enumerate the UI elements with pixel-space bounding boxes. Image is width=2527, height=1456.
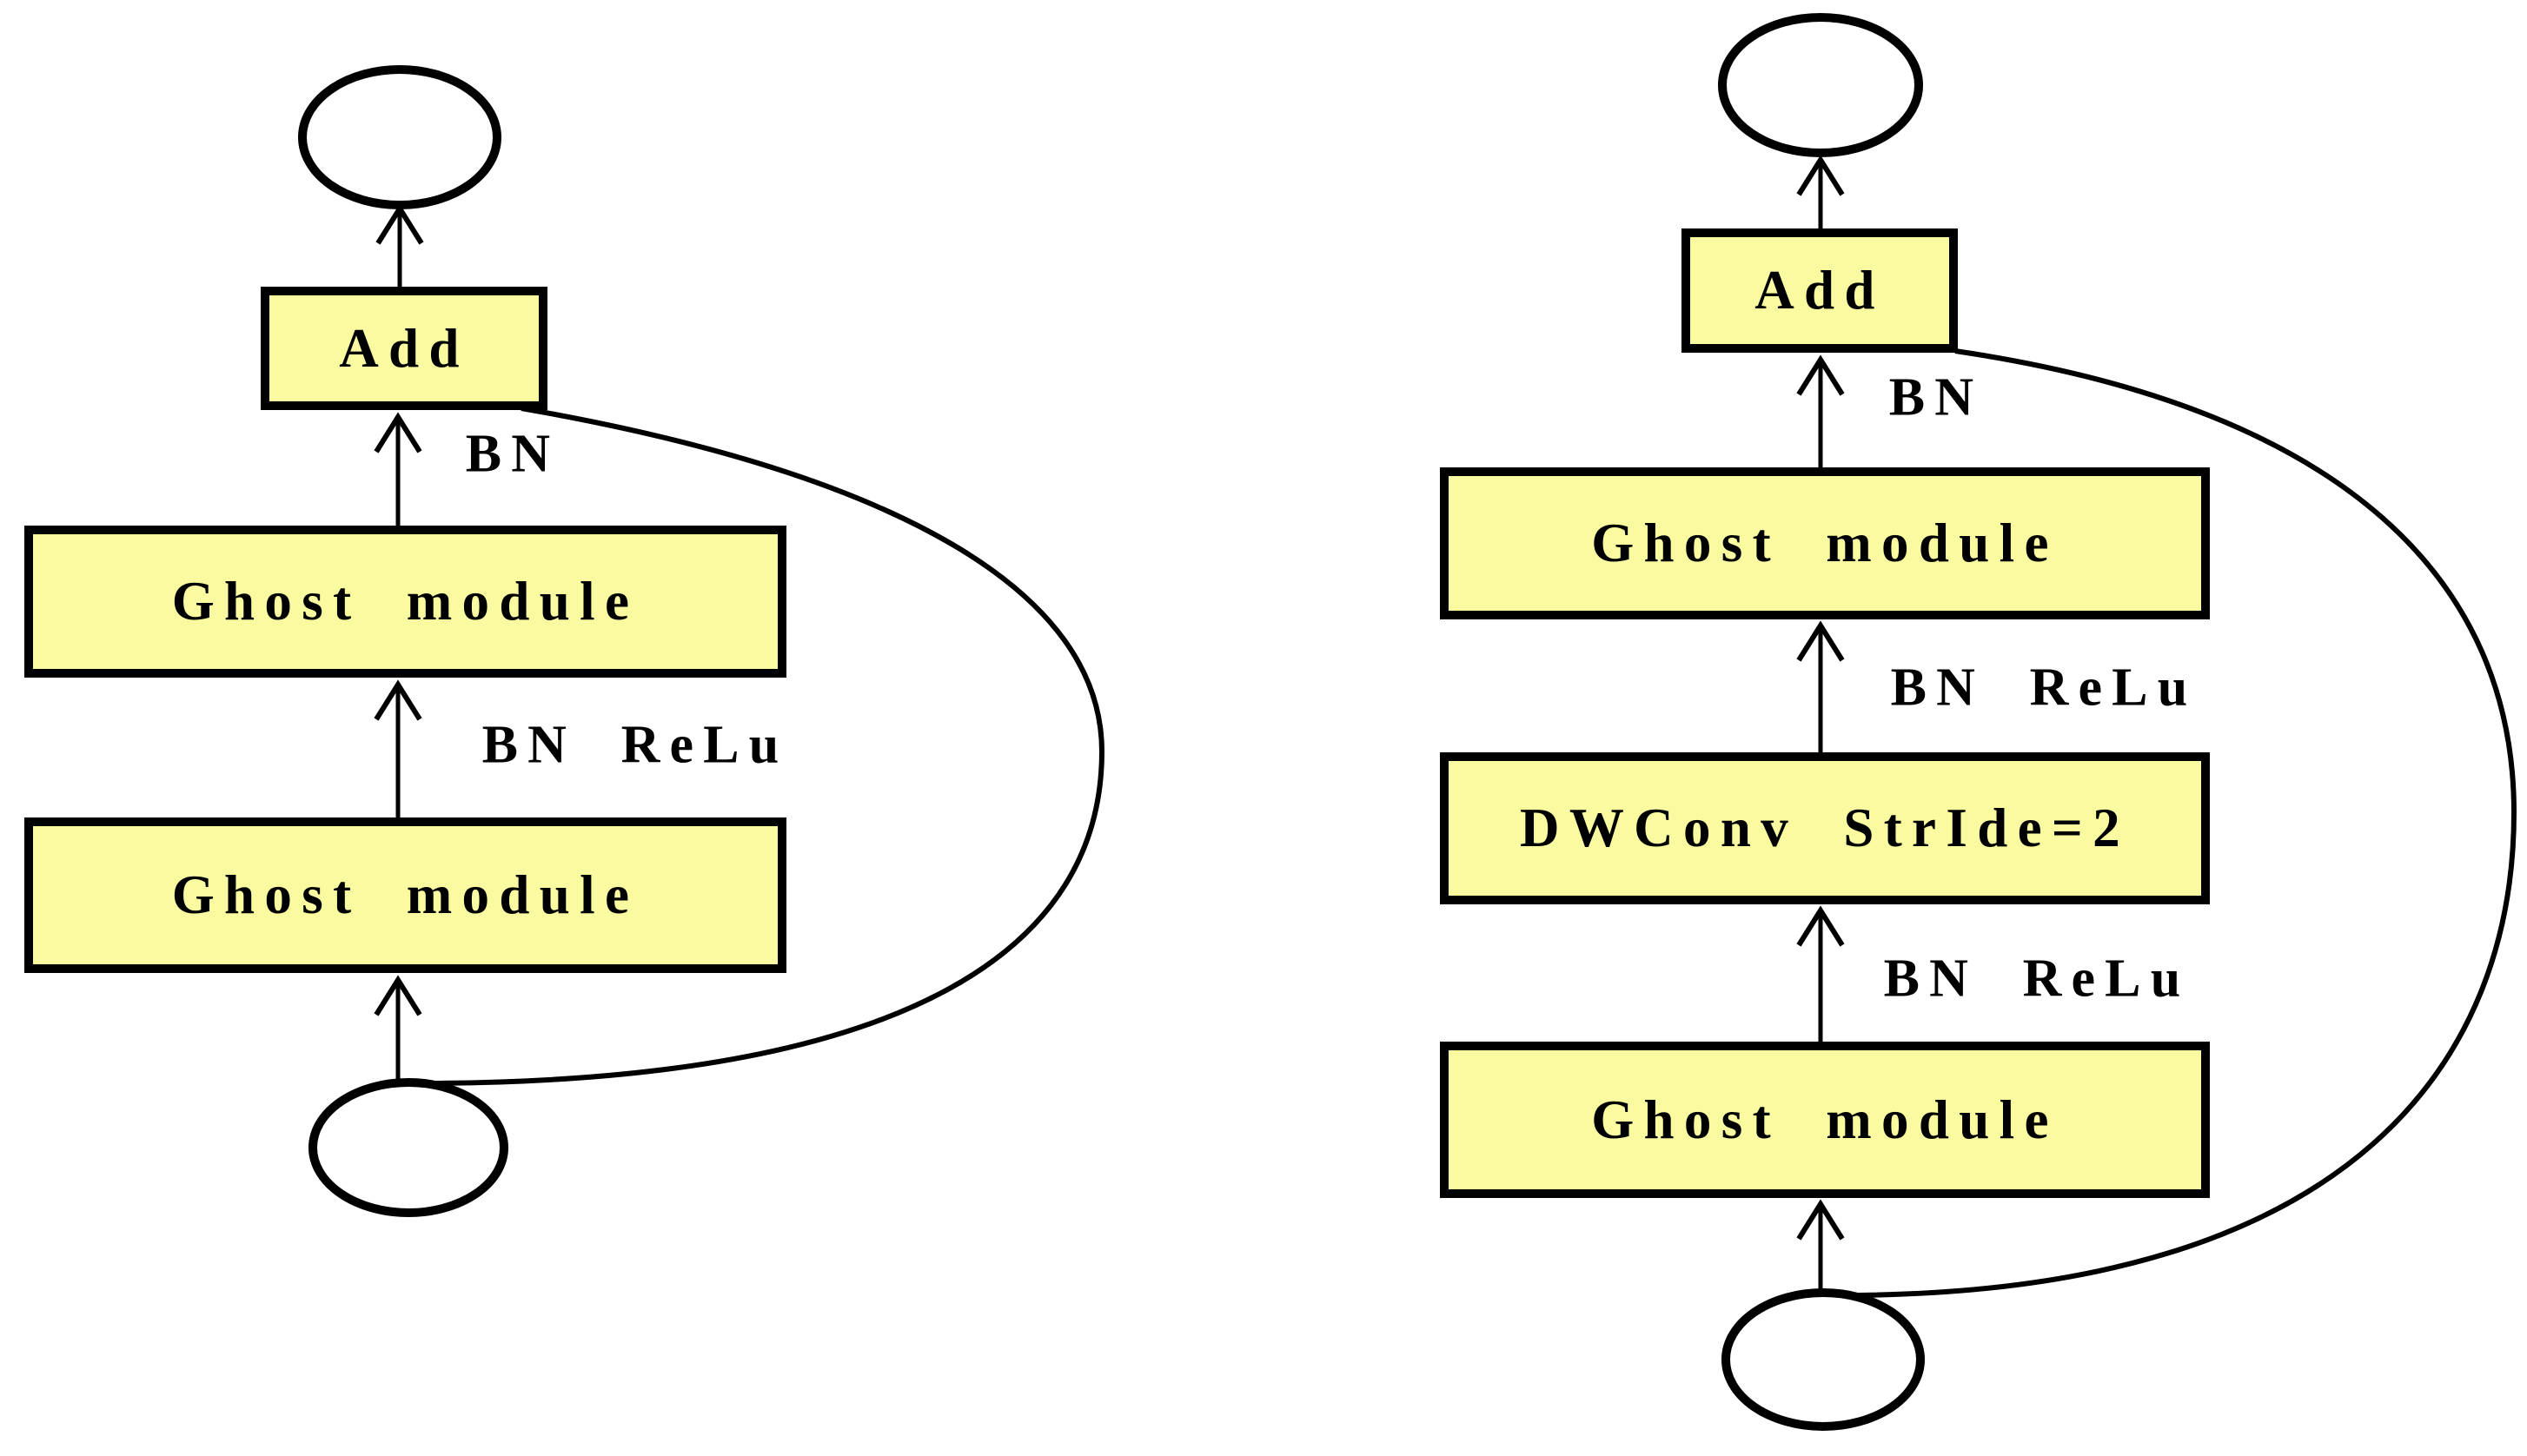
skip-connection-left	[416, 406, 1105, 1086]
arrow-add-to-output-right	[1796, 155, 1845, 230]
add-node-right: Add	[1681, 228, 1958, 353]
bn-relu-upper-label-right: BN ReLu	[1890, 658, 2198, 718]
arrow-ghost-upper-to-add-left	[374, 412, 422, 527]
input-ellipse-left	[308, 1078, 508, 1217]
ghost-module-lower-node-left: Ghost module	[24, 817, 786, 973]
bn-label-left: BN	[465, 424, 560, 484]
output-ellipse-right	[1718, 13, 1923, 157]
dwconv-stride2-node-right: DWConv StrIde=2	[1440, 752, 2210, 904]
ghost-module-upper-node-right: Ghost module	[1440, 467, 2210, 619]
arrow-input-to-ghost-lower-right	[1796, 1199, 1845, 1294]
bn-relu-lower-label-right: BN ReLu	[1883, 949, 2191, 1009]
bn-relu-label-left: BN ReLu	[481, 715, 789, 775]
add-node-left: Add	[261, 287, 547, 410]
arrow-dwconv-to-ghost-upper-right	[1796, 620, 1845, 754]
output-ellipse-left	[298, 65, 501, 209]
input-ellipse-right	[1721, 1288, 1925, 1431]
arrow-input-to-ghost-lower-left	[374, 975, 422, 1084]
bn-label-right: BN	[1888, 367, 1984, 427]
arrow-add-to-output-left	[375, 203, 424, 288]
ghost-module-upper-node-left: Ghost module	[24, 526, 786, 678]
skip-connection-right	[1841, 348, 2517, 1298]
ghost-module-lower-node-right: Ghost module	[1440, 1042, 2210, 1198]
arrow-ghost-upper-to-add-right	[1796, 354, 1845, 469]
arrow-ghost-lower-to-dwconv-right	[1796, 905, 1845, 1043]
arrow-ghost-lower-to-ghost-upper-left	[374, 679, 422, 819]
